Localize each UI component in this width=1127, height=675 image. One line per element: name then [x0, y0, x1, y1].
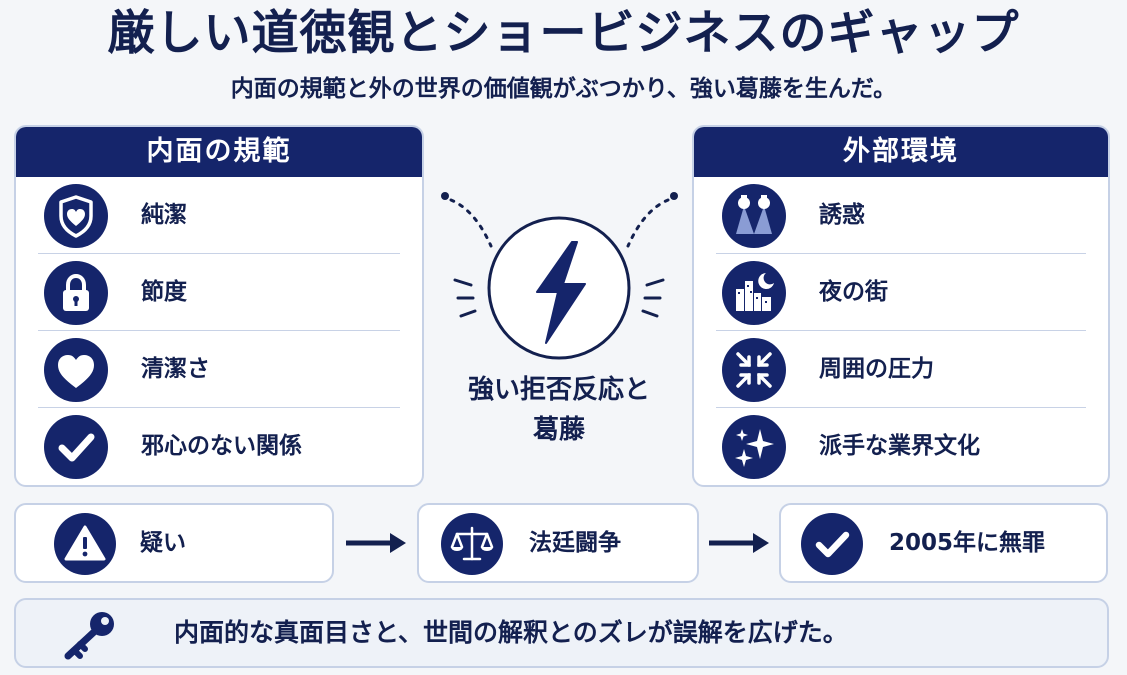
outer-item-temptation: 誘惑 [716, 177, 1086, 254]
conflict-label: 強い拒否反応と 葛藤 [425, 370, 693, 450]
inner-item-innocent-relations: 邪心のない関係 [38, 408, 400, 485]
flow-step-suspicion: 疑い [14, 503, 334, 583]
inner-norms-panel: 内面の規範 純潔 節度 清潔さ [14, 125, 424, 487]
conflict-center: 強い拒否反応と 葛藤 [425, 180, 693, 480]
outer-item-label: 派手な業界文化 [819, 433, 980, 459]
inner-item-moderation: 節度 [38, 254, 400, 331]
spotlight-icon [722, 184, 786, 248]
lock-icon [44, 261, 108, 325]
check-icon [801, 513, 863, 575]
lightning-icon [441, 192, 678, 360]
conclusion-text: 内面的な真面目さと、世間の解釈とのズレが誤解を広げた。 [174, 618, 848, 647]
outer-environment-title: 外部環境 [694, 127, 1108, 177]
inner-item-cleanliness: 清潔さ [38, 331, 400, 408]
key-icon [64, 612, 114, 660]
page-subtitle: 内面の規範と外の世界の価値観がぶつかり、強い葛藤を生んだ。 [230, 76, 897, 102]
inner-norms-title: 内面の規範 [16, 127, 422, 177]
flow-step-acquitted: 2005年に無罪 [779, 503, 1108, 583]
sparkles-icon [722, 415, 786, 479]
flow-label: 2005年に無罪 [889, 530, 1046, 556]
conflict-line-1: 強い拒否反応と [467, 375, 650, 405]
flow-step-court-battle: 法廷闘争 [417, 503, 699, 583]
outer-item-label: 周囲の圧力 [819, 356, 934, 382]
arrow-right-icon [709, 533, 769, 553]
inner-item-label: 邪心のない関係 [141, 433, 302, 459]
outer-item-night-city: 夜の街 [716, 254, 1086, 331]
flow-label: 法廷闘争 [529, 530, 621, 556]
inner-item-label: 節度 [141, 279, 187, 305]
heart-icon [44, 338, 108, 402]
inner-item-purity: 純潔 [38, 177, 400, 254]
inner-item-label: 純潔 [141, 202, 187, 228]
warning-icon [54, 513, 116, 575]
flow-label: 疑い [140, 530, 186, 556]
shield-heart-icon [44, 184, 108, 248]
page-title: 厳しい道徳観とショービジネスのギャップ [107, 6, 1020, 61]
inner-item-label: 清潔さ [141, 356, 210, 382]
conclusion-bar: 内面的な真面目さと、世間の解釈とのズレが誤解を広げた。 [14, 598, 1109, 668]
outer-environment-panel: 外部環境 誘惑 [692, 125, 1110, 487]
check-icon [44, 415, 108, 479]
outer-item-peer-pressure: 周囲の圧力 [716, 331, 1086, 408]
night-city-icon [722, 261, 786, 325]
scales-icon [441, 513, 503, 575]
conflict-line-2: 葛藤 [532, 415, 585, 445]
pressure-arrows-icon [722, 338, 786, 402]
outer-item-flashy-culture: 派手な業界文化 [716, 408, 1086, 485]
arrow-right-icon [346, 533, 406, 553]
outer-item-label: 夜の街 [819, 279, 888, 305]
outer-item-label: 誘惑 [819, 202, 865, 228]
